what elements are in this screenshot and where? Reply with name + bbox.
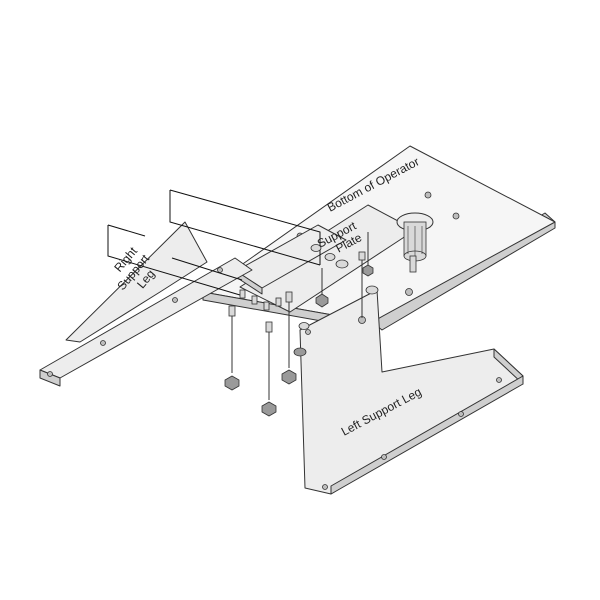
leg-hole: [381, 454, 387, 460]
leg-hole: [496, 377, 502, 383]
washer: [298, 322, 310, 330]
leg-hole: [217, 267, 223, 273]
bolt: [281, 291, 297, 385]
bolt: [358, 251, 366, 318]
plate-hole: [452, 212, 460, 220]
leg-hole: [47, 371, 53, 377]
washer: [310, 244, 322, 252]
screw: [239, 289, 282, 311]
leg-hole: [172, 297, 178, 303]
washer: [293, 347, 307, 357]
leg-hole: [458, 411, 464, 417]
plate-hole: [424, 191, 432, 199]
leg-hole: [100, 340, 106, 346]
bolt: [261, 321, 277, 417]
alignment-guides: [107, 189, 321, 296]
hardware: [224, 232, 379, 417]
washer: [335, 259, 349, 269]
leg-hole: [305, 329, 311, 335]
washer: [365, 285, 379, 295]
right-support-leg: [39, 221, 253, 387]
bolt: [315, 268, 329, 308]
bolt: [224, 305, 240, 391]
leg-hole: [322, 484, 328, 490]
bolt: [362, 232, 374, 277]
left-support-leg: [299, 289, 524, 495]
drive-spindle: [396, 212, 434, 273]
washer: [324, 253, 336, 261]
plate-hole: [405, 288, 413, 296]
